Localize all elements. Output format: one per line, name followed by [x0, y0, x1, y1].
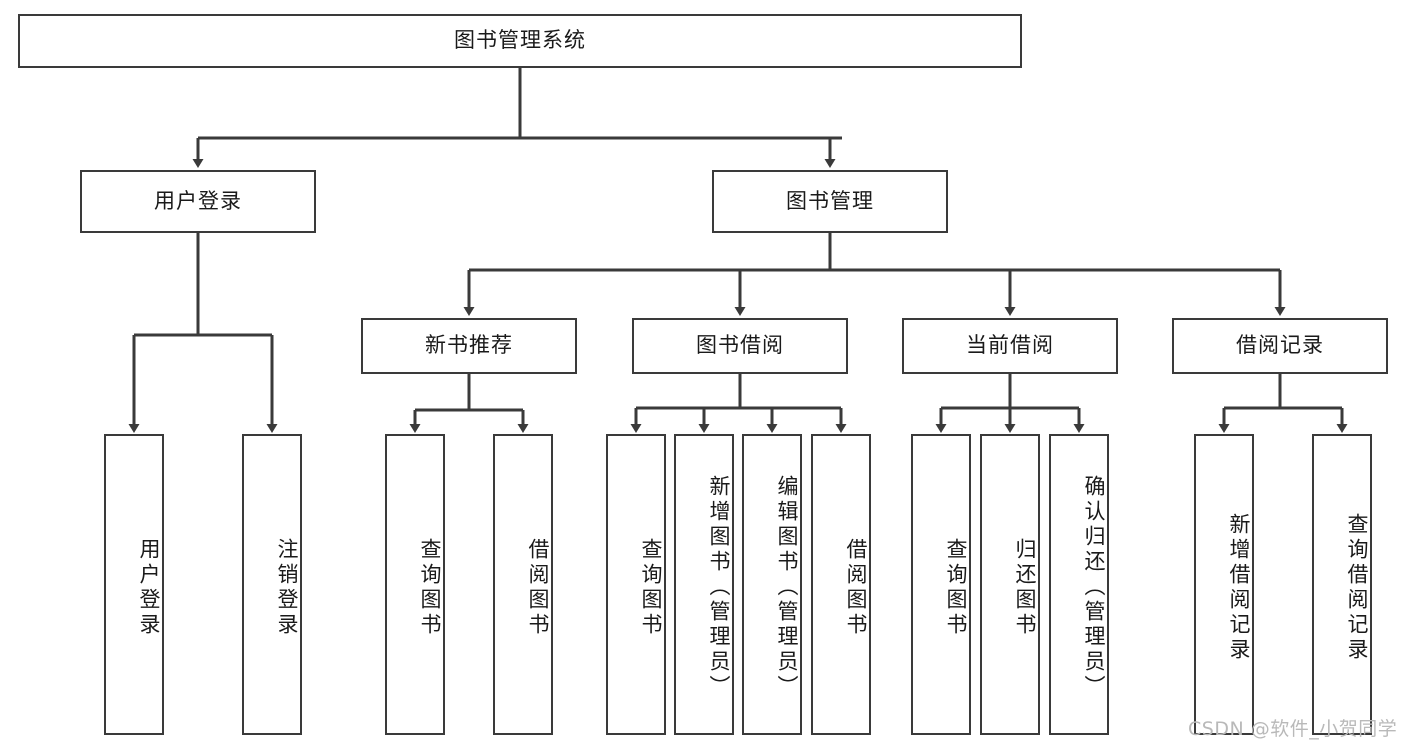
node-label: 新增借阅记录 — [1227, 512, 1251, 663]
node-label: 新书推荐 — [425, 333, 513, 358]
leaf-current-confirm-return-admin[interactable]: 确认归还（管理员） — [1049, 434, 1109, 735]
node-label: 用户登录 — [154, 188, 242, 213]
node-label: 查询借阅记录 — [1345, 512, 1369, 663]
node-label: 编辑图书（管理员） — [775, 475, 799, 700]
node-new-book-recommendation[interactable]: 新书推荐 — [361, 318, 577, 374]
node-label: 新增图书（管理员） — [707, 475, 731, 700]
leaf-record-add-borrow-record[interactable]: 新增借阅记录 — [1194, 434, 1254, 735]
leaf-borrow-borrow-books[interactable]: 借阅图书 — [811, 434, 871, 735]
leaf-new-book-borrow-books[interactable]: 借阅图书 — [493, 434, 553, 735]
node-label: 图书管理系统 — [454, 28, 586, 53]
node-borrowing-records[interactable]: 借阅记录 — [1172, 318, 1388, 374]
node-label: 借阅记录 — [1236, 333, 1324, 358]
node-label: 归还图书 — [1013, 537, 1037, 638]
leaf-new-book-query-books[interactable]: 查询图书 — [385, 434, 445, 735]
node-label: 当前借阅 — [966, 333, 1054, 358]
node-label: 查询图书 — [639, 537, 663, 638]
leaf-record-query-borrow-record[interactable]: 查询借阅记录 — [1312, 434, 1372, 735]
node-label: 查询图书 — [418, 537, 442, 638]
csdn-watermark: CSDN @软件_小贺同学 — [1188, 718, 1398, 740]
node-label: 图书借阅 — [696, 333, 784, 358]
node-label: 确认归还（管理员） — [1082, 475, 1106, 700]
leaf-user-login-login[interactable]: 用户登录 — [104, 434, 164, 735]
node-label: 借阅图书 — [526, 537, 550, 638]
leaf-user-login-logout[interactable]: 注销登录 — [242, 434, 302, 735]
leaf-borrow-query-books[interactable]: 查询图书 — [606, 434, 666, 735]
leaf-borrow-edit-book-admin[interactable]: 编辑图书（管理员） — [742, 434, 802, 735]
node-label: 图书管理 — [786, 188, 874, 213]
node-book-borrowing[interactable]: 图书借阅 — [632, 318, 848, 374]
node-book-management[interactable]: 图书管理 — [712, 170, 948, 233]
node-label: 用户登录 — [137, 537, 161, 638]
leaf-borrow-add-book-admin[interactable]: 新增图书（管理员） — [674, 434, 734, 735]
node-label: 查询图书 — [944, 537, 968, 638]
leaf-current-return-books[interactable]: 归还图书 — [980, 434, 1040, 735]
node-label: 借阅图书 — [844, 537, 868, 638]
node-label: 注销登录 — [275, 537, 299, 638]
node-root-book-management-system[interactable]: 图书管理系统 — [18, 14, 1022, 68]
leaf-current-query-books[interactable]: 查询图书 — [911, 434, 971, 735]
node-user-login[interactable]: 用户登录 — [80, 170, 316, 233]
node-current-borrowing[interactable]: 当前借阅 — [902, 318, 1118, 374]
